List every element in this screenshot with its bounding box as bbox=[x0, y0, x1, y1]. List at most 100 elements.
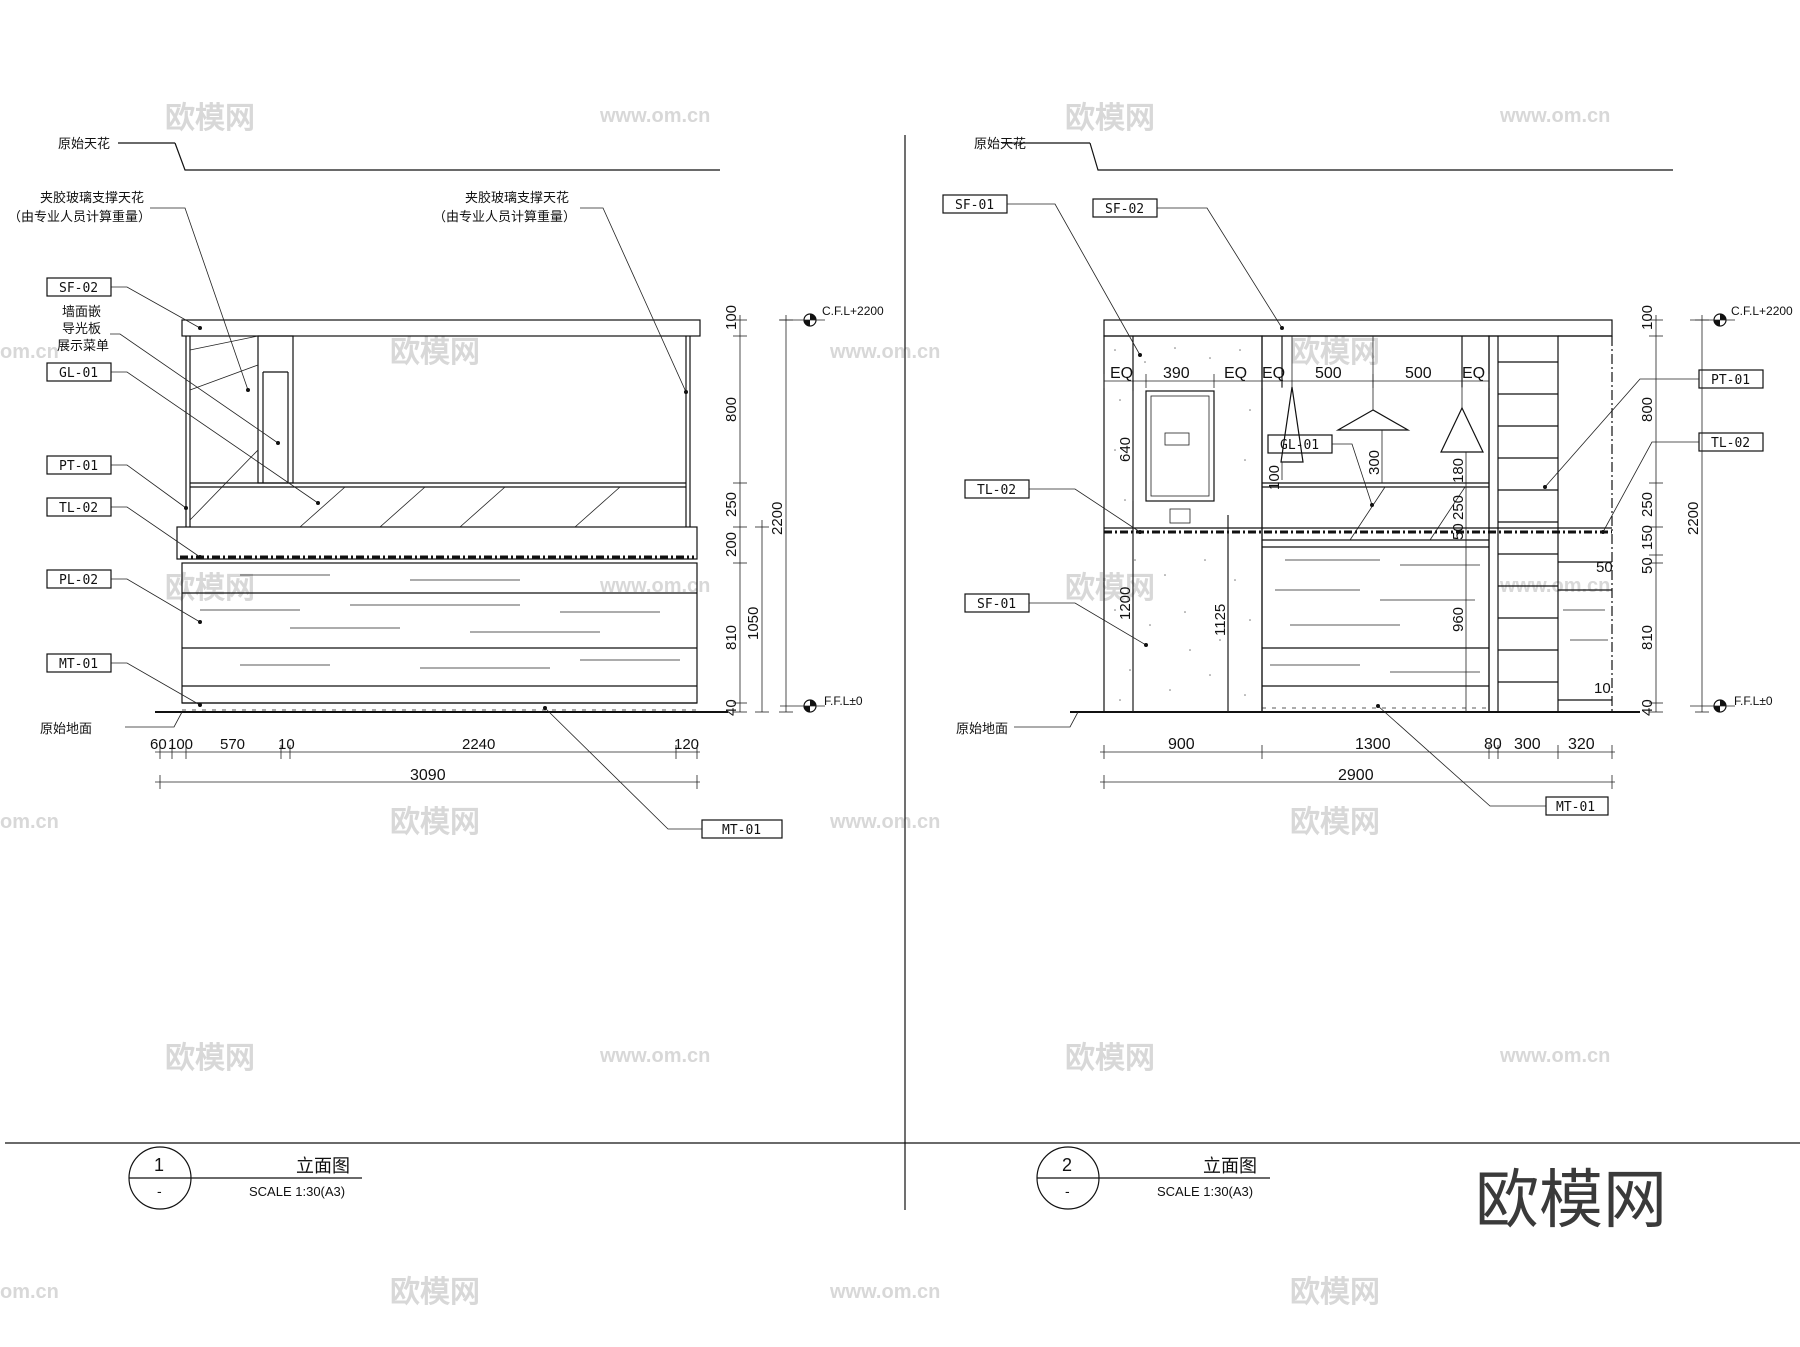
svg-text:640: 640 bbox=[1117, 437, 1134, 462]
svg-text:100: 100 bbox=[1266, 465, 1283, 490]
svg-text:PT-01: PT-01 bbox=[1711, 373, 1750, 388]
svg-text:EQ: EQ bbox=[1262, 365, 1285, 382]
ceiling-label: 原始天花 bbox=[58, 136, 110, 152]
svg-text:TL-02: TL-02 bbox=[1711, 436, 1750, 451]
svg-text:SCALE 1:30(A3): SCALE 1:30(A3) bbox=[1157, 1184, 1253, 1199]
svg-text:F.F.L±0: F.F.L±0 bbox=[824, 694, 863, 708]
svg-text:欧模网: 欧模网 bbox=[1065, 1041, 1155, 1076]
svg-text:250: 250 bbox=[1639, 492, 1656, 517]
svg-text:www.om.cn: www.om.cn bbox=[599, 1045, 710, 1067]
svg-text:50: 50 bbox=[1596, 559, 1613, 576]
svg-text:50: 50 bbox=[1450, 523, 1467, 540]
vertical-dimensions-1: 100 800 250 200 810 40 1050 2200 C.F.L+2… bbox=[723, 304, 884, 716]
svg-text:GL-01: GL-01 bbox=[59, 366, 98, 381]
svg-text:PT-01: PT-01 bbox=[59, 459, 98, 474]
material-tags-2: SF-01 SF-02 PT-01 TL-02 GL-01 TL-02 bbox=[942, 194, 1764, 816]
svg-text:-: - bbox=[157, 1183, 162, 1199]
svg-text:EQ: EQ bbox=[1224, 365, 1247, 382]
svg-text:SF-01: SF-01 bbox=[955, 198, 994, 213]
svg-text:-: - bbox=[1065, 1183, 1070, 1199]
svg-text:夹胶玻璃支撑天花: 夹胶玻璃支撑天花 bbox=[40, 190, 144, 206]
svg-text:800: 800 bbox=[1639, 397, 1656, 422]
svg-text:欧模网: 欧模网 bbox=[1290, 1275, 1380, 1310]
svg-text:2: 2 bbox=[1062, 1155, 1072, 1175]
menu-frame bbox=[1145, 390, 1215, 502]
svg-text:100: 100 bbox=[1639, 305, 1656, 330]
svg-text:欧模网: 欧模网 bbox=[165, 571, 255, 606]
elevation-1: 原始天花 bbox=[8, 136, 884, 1210]
svg-text:3090: 3090 bbox=[410, 767, 446, 784]
svg-text:www.om.cn: www.om.cn bbox=[829, 1281, 940, 1303]
svg-text:立面图: 立面图 bbox=[1203, 1156, 1257, 1177]
svg-text:om.cn: om.cn bbox=[0, 341, 59, 363]
svg-text:www.om.cn: www.om.cn bbox=[829, 811, 940, 833]
svg-text:欧模网: 欧模网 bbox=[165, 101, 255, 136]
svg-text:om.cn: om.cn bbox=[0, 811, 59, 833]
svg-text:www.om.cn: www.om.cn bbox=[829, 341, 940, 363]
svg-text:SF-02: SF-02 bbox=[1105, 202, 1144, 217]
inner-dimensions-2: 640 100 300 180 250 50 1200 1125 960 50 … bbox=[1117, 391, 1613, 712]
brand-logo: 欧模网 bbox=[1475, 1164, 1667, 1238]
svg-text:TL-02: TL-02 bbox=[977, 483, 1016, 498]
svg-text:810: 810 bbox=[1639, 625, 1656, 650]
svg-text:60: 60 bbox=[150, 736, 167, 753]
svg-text:300: 300 bbox=[1514, 736, 1541, 753]
svg-text:80: 80 bbox=[1484, 736, 1502, 753]
svg-text:50: 50 bbox=[1639, 557, 1656, 574]
horizontal-dimensions-2: 900 1300 80 300 320 2900 bbox=[1100, 736, 1615, 789]
svg-text:2240: 2240 bbox=[462, 736, 495, 753]
svg-text:欧模网: 欧模网 bbox=[1290, 805, 1380, 840]
svg-text:2200: 2200 bbox=[1685, 502, 1702, 535]
svg-text:390: 390 bbox=[1163, 365, 1190, 382]
title-block-2: 2 - 立面图 SCALE 1:30(A3) bbox=[1036, 1146, 1270, 1210]
watermarks: 欧模网 www.om.cn 欧模网 www.om.cn 欧模网 www.om.c… bbox=[0, 101, 1610, 1310]
svg-text:100: 100 bbox=[168, 736, 193, 753]
drawing-title: 立面图 bbox=[296, 1156, 350, 1177]
svg-text:SF-01: SF-01 bbox=[977, 597, 1016, 612]
svg-text:1200: 1200 bbox=[1117, 587, 1134, 620]
svg-text:200: 200 bbox=[723, 532, 740, 557]
svg-text:C.F.L+2200: C.F.L+2200 bbox=[822, 304, 884, 318]
svg-text:（由专业人员计算重量）: （由专业人员计算重量） bbox=[8, 209, 151, 225]
svg-text:900: 900 bbox=[1168, 736, 1195, 753]
svg-text:欧模网: 欧模网 bbox=[1290, 335, 1380, 370]
svg-text:2200: 2200 bbox=[769, 502, 786, 535]
svg-text:PL-02: PL-02 bbox=[59, 573, 98, 588]
material-tags-1: SF-02 GL-01 PT-01 TL-02 PL-02 MT-01 bbox=[46, 277, 783, 839]
svg-text:MT-01: MT-01 bbox=[59, 657, 98, 672]
title-block-1: 1 - 立面图 SCALE 1:30(A3) bbox=[128, 1146, 362, 1210]
svg-text:（由专业人员计算重量）: （由专业人员计算重量） bbox=[433, 209, 576, 225]
column-pt01 bbox=[1488, 335, 1559, 713]
svg-text:300: 300 bbox=[1366, 450, 1383, 475]
svg-text:800: 800 bbox=[723, 397, 740, 422]
svg-text:www.om.cn: www.om.cn bbox=[1499, 1045, 1610, 1067]
elevation-2: 原始天花 bbox=[942, 136, 1793, 1210]
svg-text:欧模网: 欧模网 bbox=[390, 805, 480, 840]
svg-text:100: 100 bbox=[723, 305, 740, 330]
svg-text:原始地面: 原始地面 bbox=[956, 722, 1008, 737]
svg-text:www.om.cn: www.om.cn bbox=[599, 575, 710, 597]
svg-text:250: 250 bbox=[1450, 495, 1467, 520]
svg-text:1050: 1050 bbox=[745, 607, 762, 640]
svg-text:墙面嵌: 墙面嵌 bbox=[62, 305, 101, 320]
top-cap-sf02 bbox=[181, 319, 701, 337]
svg-text:250: 250 bbox=[723, 492, 740, 517]
vertical-dimensions-2: 100 800 250 150 50 810 40 2200 C.F.L+220… bbox=[1639, 304, 1793, 716]
svg-text:F.F.L±0: F.F.L±0 bbox=[1734, 694, 1773, 708]
svg-text:SF-02: SF-02 bbox=[59, 281, 98, 296]
svg-text:夹胶玻璃支撑天花: 夹胶玻璃支撑天花 bbox=[465, 190, 569, 206]
svg-text:10: 10 bbox=[278, 736, 295, 753]
svg-text:EQ: EQ bbox=[1110, 365, 1133, 382]
svg-text:570: 570 bbox=[220, 736, 245, 753]
svg-text:欧模网: 欧模网 bbox=[165, 1041, 255, 1076]
svg-text:www.om.cn: www.om.cn bbox=[599, 105, 710, 127]
svg-text:展示菜单: 展示菜单 bbox=[57, 339, 109, 354]
svg-text:150: 150 bbox=[1639, 525, 1656, 550]
svg-text:500: 500 bbox=[1405, 365, 1432, 382]
ceiling-label-2: 原始天花 bbox=[974, 136, 1026, 152]
svg-text:MT-01: MT-01 bbox=[722, 823, 761, 838]
svg-text:1300: 1300 bbox=[1355, 736, 1391, 753]
top-dimensions-2: EQ 390 EQ EQ 500 500 EQ bbox=[1103, 365, 1490, 388]
